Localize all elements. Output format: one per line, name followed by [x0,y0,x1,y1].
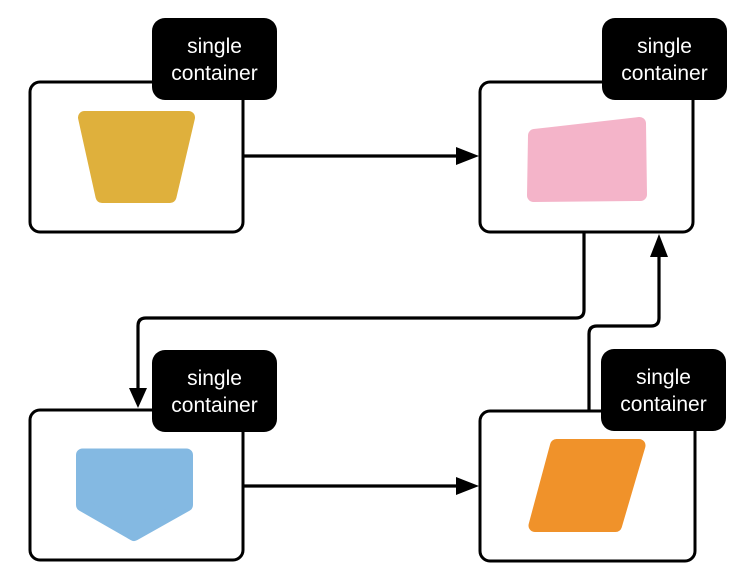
edge-top-right-to-bottom-left [129,233,586,408]
node-bottom-left [28,408,245,562]
label-badge [602,18,727,100]
arrowhead-up-icon [650,234,668,257]
arrowhead-right-icon [456,147,479,165]
pentagon-shape [76,448,193,541]
node-label-bottom-right: single container [601,349,726,431]
node-label-bottom-left: single container [152,350,277,432]
label-badge [152,18,277,100]
label-line1: single [187,367,242,390]
label-badge [601,349,726,431]
node-label-top-left: single container [152,18,277,100]
edge-line [587,257,661,410]
label-badge [152,350,277,432]
label-line2: container [171,62,257,85]
label-line2: container [171,394,257,417]
parallelogram-shape [528,439,646,532]
node-top-right [478,80,695,234]
quadrilateral-shape [527,117,647,202]
label-line2: container [620,393,706,416]
node-top-left [28,80,245,234]
label-line1: single [637,35,692,58]
label-line1: single [636,366,691,389]
arrowhead-down-icon [129,388,147,408]
arrowhead-right-icon [456,477,479,495]
trapezoid-shape [78,111,195,203]
labels-layer: single container single container single… [152,18,727,432]
node-boxes-layer [28,80,697,563]
edge-bottom-right-to-top-right [587,234,668,410]
edges-layer [129,147,668,495]
edge-bottom-left-to-bottom-right [244,477,479,495]
label-line1: single [187,35,242,58]
node-bottom-right [478,409,697,563]
label-line2: container [621,62,707,85]
edge-top-left-to-top-right [243,147,479,165]
node-label-top-right: single container [602,18,727,100]
edge-line [136,233,586,388]
